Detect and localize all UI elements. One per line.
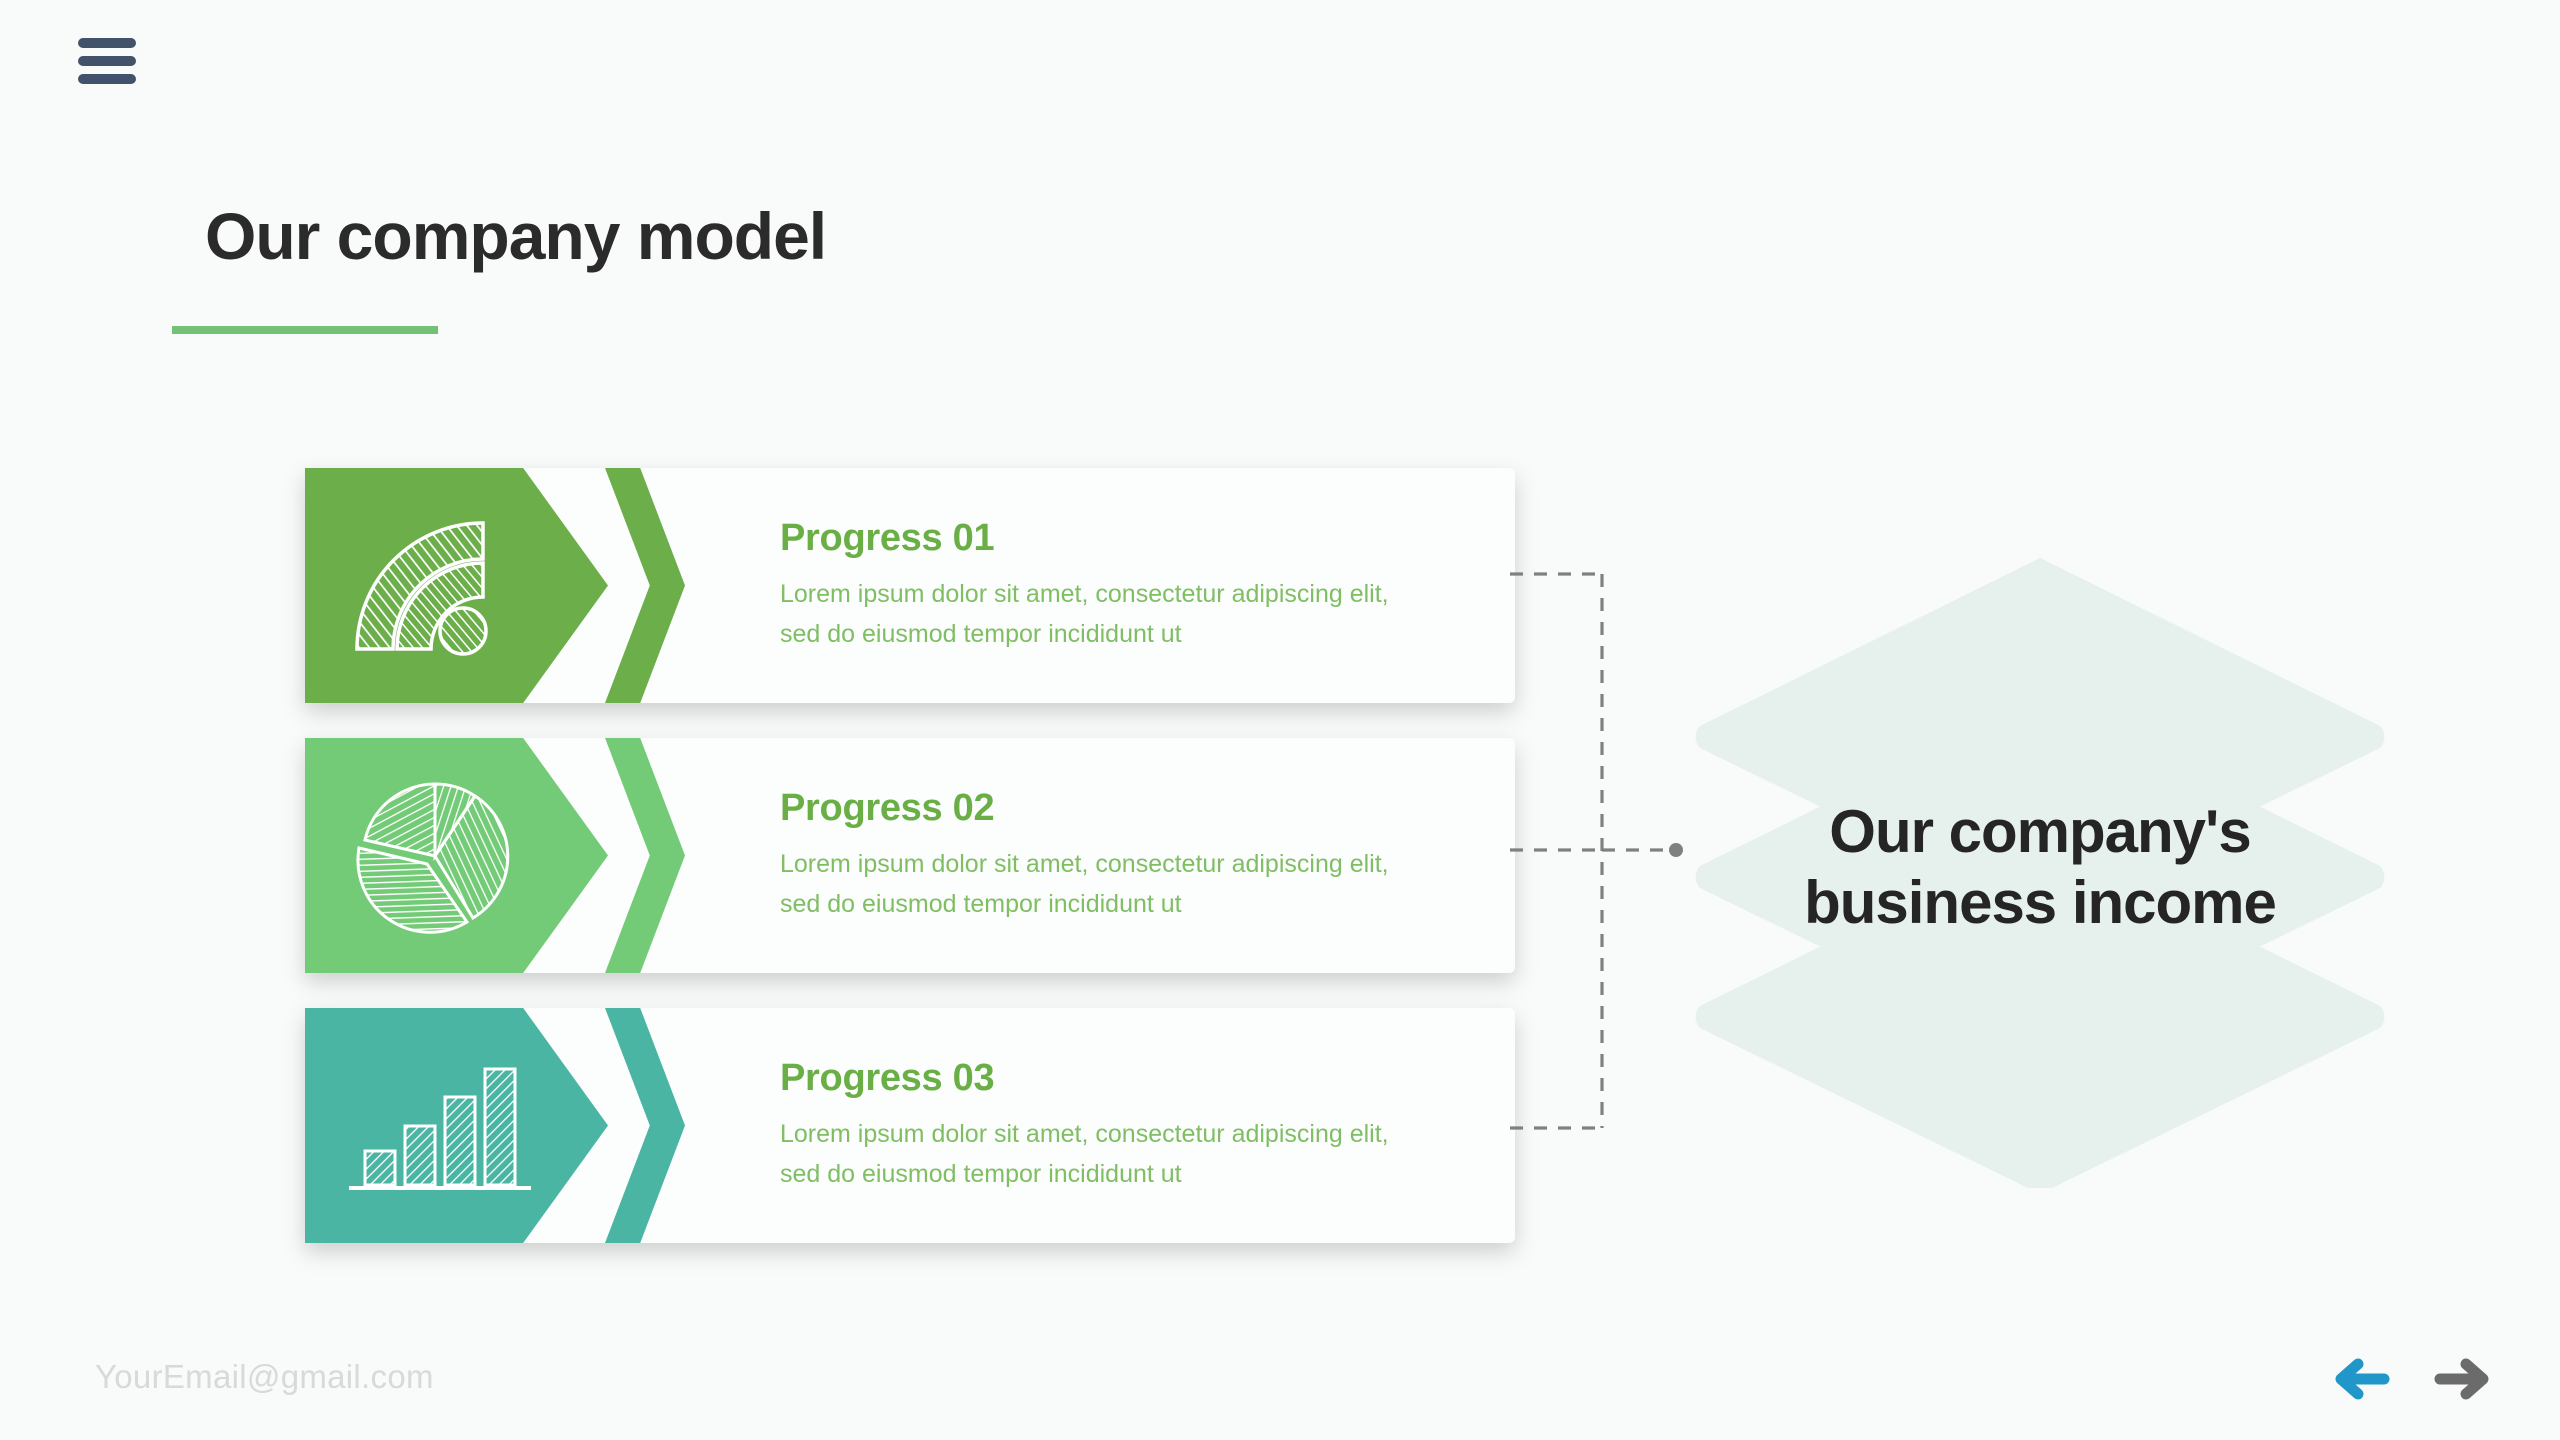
progress-card-list: Progress 01 Lorem ipsum dolor sit amet, … [305,468,1515,1278]
arrow-right-icon[interactable] [2428,1355,2490,1403]
bar-chart-icon [335,1041,535,1211]
card-description-line-1: Lorem ipsum dolor sit amet, consectetur … [780,579,1389,608]
wifi-signal-icon [335,501,535,671]
progress-card[interactable]: Progress 01 Lorem ipsum dolor sit amet, … [305,468,1515,703]
card-text-group: Progress 01 Lorem ipsum dolor sit amet, … [780,517,1460,655]
card-heading: Progress 03 [780,1056,995,1099]
pie-chart-icon [335,771,535,941]
business-income-title-line-2: business income [1804,869,2277,936]
title-underline-accent [172,326,438,334]
hamburger-bar-bottom [78,74,136,84]
card-heading: Progress 02 [780,786,995,829]
business-income-title: Our company's business income [1680,797,2400,939]
progress-card[interactable]: Progress 03 Lorem ipsum dolor sit amet, … [305,1008,1515,1243]
hamburger-menu-icon[interactable] [78,38,136,84]
slide-navigation [2334,1355,2490,1403]
card-description-line-1: Lorem ipsum dolor sit amet, consectetur … [780,1119,1389,1148]
card-heading: Progress 01 [780,516,995,559]
page-title: Our company model [205,199,827,273]
business-income-title-line-1: Our company's [1829,798,2251,866]
layer-bottom [1695,838,2385,1188]
footer-email: YourEmail@gmail.com [95,1358,434,1395]
card-description-line-1: Lorem ipsum dolor sit amet, consectetur … [780,849,1389,878]
hamburger-bar-top [78,38,136,48]
progress-card[interactable]: Progress 02 Lorem ipsum dolor sit amet, … [305,738,1515,973]
business-income-block: Our company's business income [1680,548,2400,1188]
card-description-line-2: sed do eiusmod tempor incididunt ut [780,620,1182,648]
card-description-line-2: sed do eiusmod tempor incididunt ut [780,1160,1182,1188]
stacked-layers-icon [1695,558,2385,1188]
hamburger-bar-middle [78,56,136,66]
card-text-group: Progress 03 Lorem ipsum dolor sit amet, … [780,1057,1460,1195]
arrow-left-icon[interactable] [2334,1355,2396,1403]
card-description-line-2: sed do eiusmod tempor incididunt ut [780,890,1182,918]
card-text-group: Progress 02 Lorem ipsum dolor sit amet, … [780,787,1460,925]
